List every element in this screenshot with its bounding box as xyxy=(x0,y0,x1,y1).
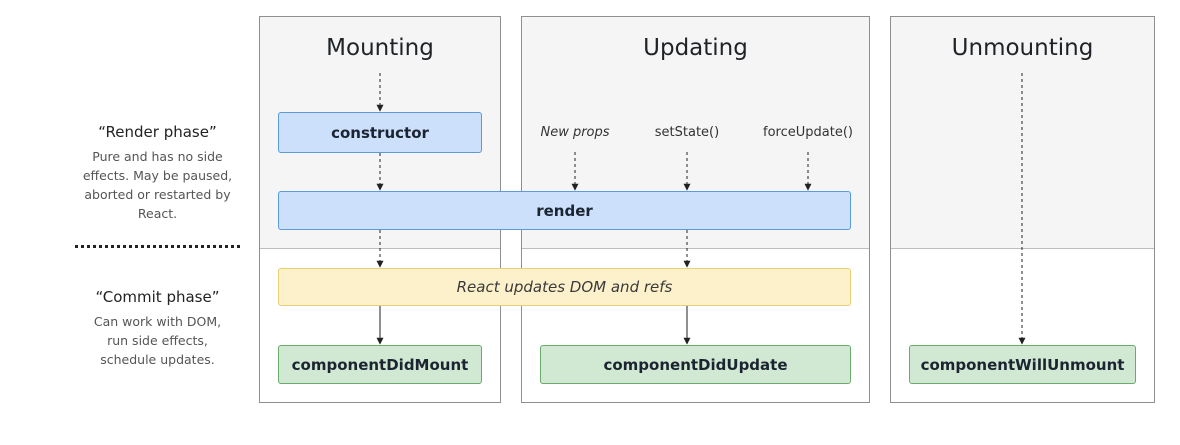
force-update-trigger: forceUpdate() xyxy=(763,125,853,140)
render-phase-line: effects. May be paused, xyxy=(82,168,233,183)
commit-phase-line: schedule updates. xyxy=(100,352,215,367)
unmounting-title: Unmounting xyxy=(951,35,1094,61)
dom-update-box: React updates DOM and refs xyxy=(278,268,851,306)
component-did-update-box: componentDidUpdate xyxy=(540,345,851,384)
constructor-box: constructor xyxy=(278,112,482,153)
phase-divider xyxy=(75,245,240,248)
commit-phase-line: Can work with DOM, xyxy=(93,314,222,329)
updating-title: Updating xyxy=(643,35,748,61)
component-will-unmount-box: componentWillUnmount xyxy=(909,345,1136,384)
render-phase-description: Pure and has no side effects. May be pau… xyxy=(70,147,245,223)
render-phase-line: Pure and has no side xyxy=(92,149,223,164)
commit-phase-description: Can work with DOM, run side effects, sch… xyxy=(70,312,245,369)
render-box: render xyxy=(278,191,851,230)
set-state-trigger: setState() xyxy=(654,125,720,140)
render-phase-line: React. xyxy=(137,206,178,221)
mounting-title: Mounting xyxy=(326,35,434,61)
new-props-trigger: New props xyxy=(540,125,610,140)
render-phase-line: aborted or restarted by xyxy=(84,187,231,202)
component-did-mount-box: componentDidMount xyxy=(278,345,482,384)
render-phase-title: “Render phase” xyxy=(98,123,217,141)
commit-phase-line: run side effects, xyxy=(107,333,208,348)
commit-phase-title: “Commit phase” xyxy=(95,288,220,306)
